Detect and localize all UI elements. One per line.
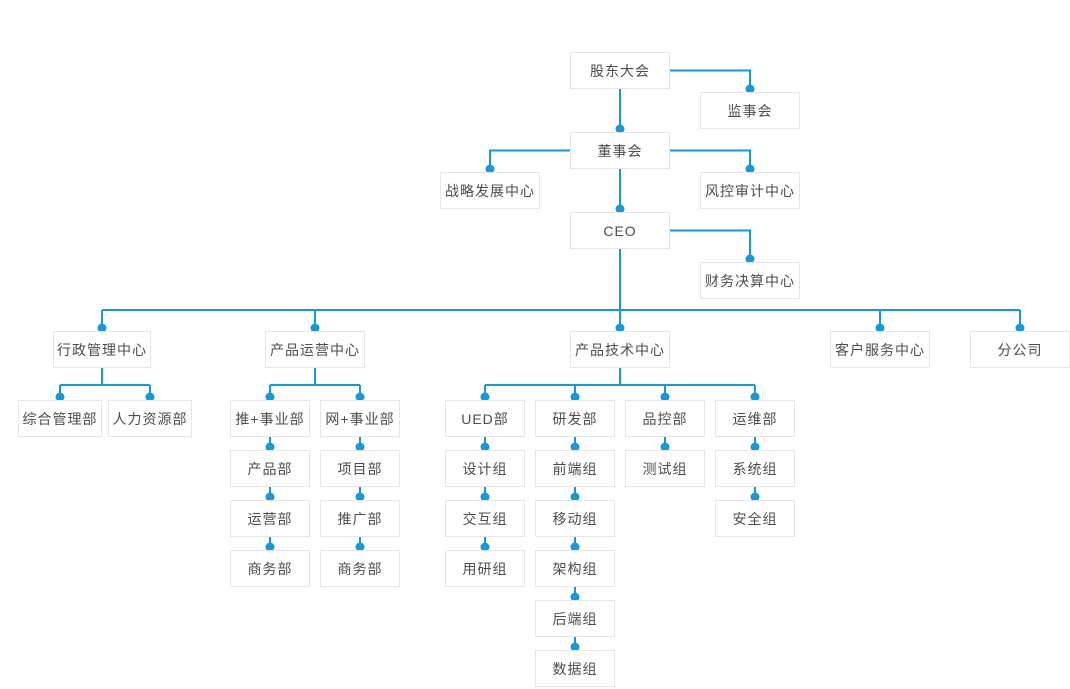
org-node-ceo: CEO: [570, 212, 670, 249]
org-node-frontend-group: 前端组: [535, 450, 615, 487]
org-node-customer-service-center: 客户服务中心: [830, 331, 930, 368]
org-node-general-management-dept: 综合管理部: [18, 400, 102, 437]
connector-dot: [145, 392, 155, 402]
connector-dot: [570, 542, 580, 552]
connector-dot: [265, 542, 275, 552]
connector-dot: [485, 164, 495, 174]
connector-line: [670, 229, 751, 259]
connector-dot: [750, 392, 760, 402]
connector-dot: [265, 392, 275, 402]
connector-line: [670, 69, 751, 89]
connector-dot: [570, 492, 580, 502]
connector-dot: [265, 492, 275, 502]
connector-dot: [265, 442, 275, 452]
connector-line: [670, 149, 751, 169]
org-node-testing-group: 测试组: [625, 450, 705, 487]
org-node-wang-business-dept: 网+事业部: [320, 400, 400, 437]
org-node-architecture-group: 架构组: [535, 550, 615, 587]
connector-dot: [480, 442, 490, 452]
org-node-financial-settlement-center: 财务决算中心: [700, 262, 800, 299]
connector-dot: [480, 492, 490, 502]
connector-dot: [1015, 323, 1025, 333]
org-node-admin-management-center: 行政管理中心: [53, 331, 151, 368]
org-node-data-group: 数据组: [535, 650, 615, 687]
connector-dot: [310, 323, 320, 333]
org-node-ops-dept: 运维部: [715, 400, 795, 437]
org-node-design-group: 设计组: [445, 450, 525, 487]
org-node-business-dept-tui: 商务部: [230, 550, 310, 587]
connector-dot: [570, 592, 580, 602]
org-node-backend-group: 后端组: [535, 600, 615, 637]
connector-dot: [570, 442, 580, 452]
org-node-product-technology-center: 产品技术中心: [570, 331, 670, 368]
org-node-interaction-group: 交互组: [445, 500, 525, 537]
org-node-system-group: 系统组: [715, 450, 795, 487]
connector-dot: [750, 442, 760, 452]
org-node-shareholders-meeting: 股东大会: [570, 52, 670, 89]
connector-line: [489, 149, 570, 169]
connector-dot: [355, 542, 365, 552]
org-node-rd-dept: 研发部: [535, 400, 615, 437]
org-node-tui-business-dept: 推+事业部: [230, 400, 310, 437]
org-node-product-dept: 产品部: [230, 450, 310, 487]
connector-dot: [615, 204, 625, 214]
org-node-strategy-development-center: 战略发展中心: [440, 172, 540, 209]
connector-dot: [55, 392, 65, 402]
connector-dot: [355, 442, 365, 452]
connector-dot: [97, 323, 107, 333]
connector-dot: [750, 492, 760, 502]
connector-dot: [745, 84, 755, 94]
connector-dot: [570, 642, 580, 652]
org-node-ued-dept: UED部: [445, 400, 525, 437]
connector-dot: [355, 492, 365, 502]
connector-dot: [355, 392, 365, 402]
org-node-qc-dept: 品控部: [625, 400, 705, 437]
org-node-mobile-group: 移动组: [535, 500, 615, 537]
connector-dot: [615, 124, 625, 134]
org-node-user-research-group: 用研组: [445, 550, 525, 587]
org-node-project-dept: 项目部: [320, 450, 400, 487]
org-node-product-operation-center: 产品运营中心: [265, 331, 365, 368]
org-node-supervisory-board: 监事会: [700, 92, 800, 129]
connector-dot: [480, 392, 490, 402]
connector-dot: [570, 392, 580, 402]
org-node-branch-company: 分公司: [970, 331, 1070, 368]
org-node-promotion-dept: 推广部: [320, 500, 400, 537]
connector-dot: [875, 323, 885, 333]
connector-dot: [660, 442, 670, 452]
org-node-operation-dept: 运营部: [230, 500, 310, 537]
org-node-business-dept-wang: 商务部: [320, 550, 400, 587]
connector-dot: [745, 254, 755, 264]
org-node-hr-dept: 人力资源部: [108, 400, 192, 437]
connector-dot: [660, 392, 670, 402]
connector-dot: [745, 164, 755, 174]
org-node-board-of-directors: 董事会: [570, 132, 670, 169]
connector-dot: [615, 323, 625, 333]
org-node-security-group: 安全组: [715, 500, 795, 537]
org-node-risk-audit-center: 风控审计中心: [700, 172, 800, 209]
connector-dot: [480, 542, 490, 552]
